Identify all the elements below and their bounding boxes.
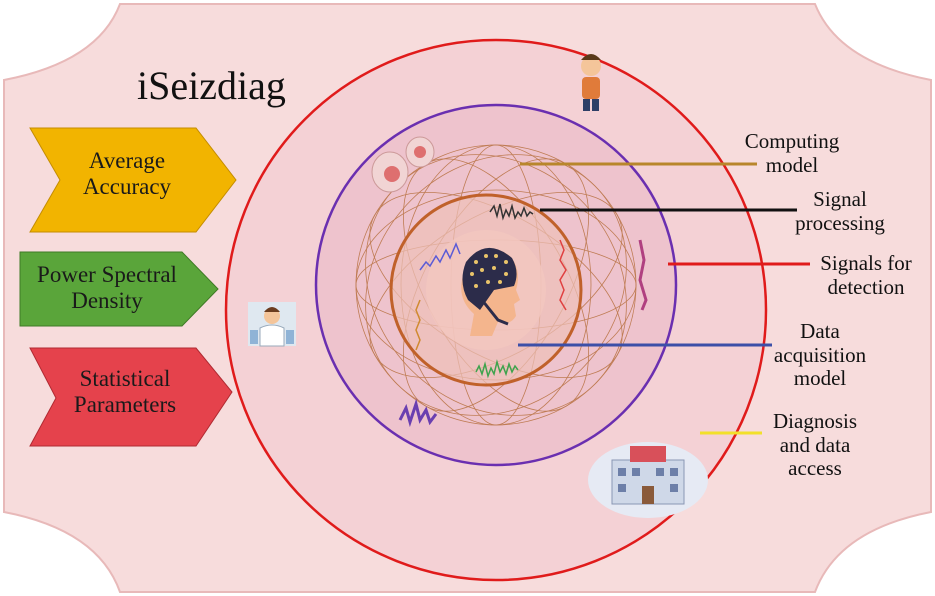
label-line: Data: [800, 319, 840, 343]
label-line: access: [788, 456, 842, 481]
label-diagnosis-data-access: Diagnosis and data access: [760, 409, 870, 481]
arrow-statistical-parameters: [29, 347, 233, 447]
arrow-label-power-spectral-density: Power Spectral Density: [22, 262, 192, 315]
arrow-label-line: Power Spectral: [37, 262, 177, 287]
arrow-label-line: Accuracy: [82, 174, 172, 200]
label-line: Signal: [813, 187, 867, 211]
diagram-title: iSeizdiag: [137, 63, 286, 108]
thinking-person-icon: [581, 54, 601, 111]
label-signal-processing: Signal processing: [780, 187, 900, 235]
arrow-label-line: Density: [71, 288, 143, 314]
label-line: and data: [779, 432, 851, 457]
label-line: Computing: [744, 129, 840, 153]
arrow-label-statistical-parameters: Statistical Parameters: [50, 366, 200, 419]
arrow-label-line: Statistical: [79, 366, 171, 391]
eeg-waveform-icon: [398, 203, 648, 428]
label-line: detection: [827, 274, 905, 299]
arrow-average-accuracy: [29, 127, 237, 233]
label-data-acquisition-model: Data acquisition model: [760, 319, 880, 391]
label-computing-model: Computing model: [732, 129, 852, 177]
doctor-icon: [248, 302, 296, 347]
label-line: Diagnosis: [773, 409, 857, 433]
label-line: acquisition: [773, 342, 867, 367]
arrow-label-line: Average: [88, 148, 166, 173]
label-signals-for-detection: Signals for detection: [806, 251, 926, 299]
label-line: processing: [795, 210, 885, 235]
arrow-power-spectral-density: [19, 251, 219, 327]
arrow-label-line: Parameters: [73, 392, 177, 418]
eeg-head-icon: [461, 247, 520, 336]
brain-map-icon: [371, 136, 435, 193]
label-line: Signals for: [820, 251, 912, 275]
label-line: model: [793, 366, 847, 391]
arrow-label-average-accuracy: Average Accuracy: [62, 148, 192, 201]
label-line: model: [765, 152, 819, 177]
hospital-icon: [588, 442, 708, 518]
